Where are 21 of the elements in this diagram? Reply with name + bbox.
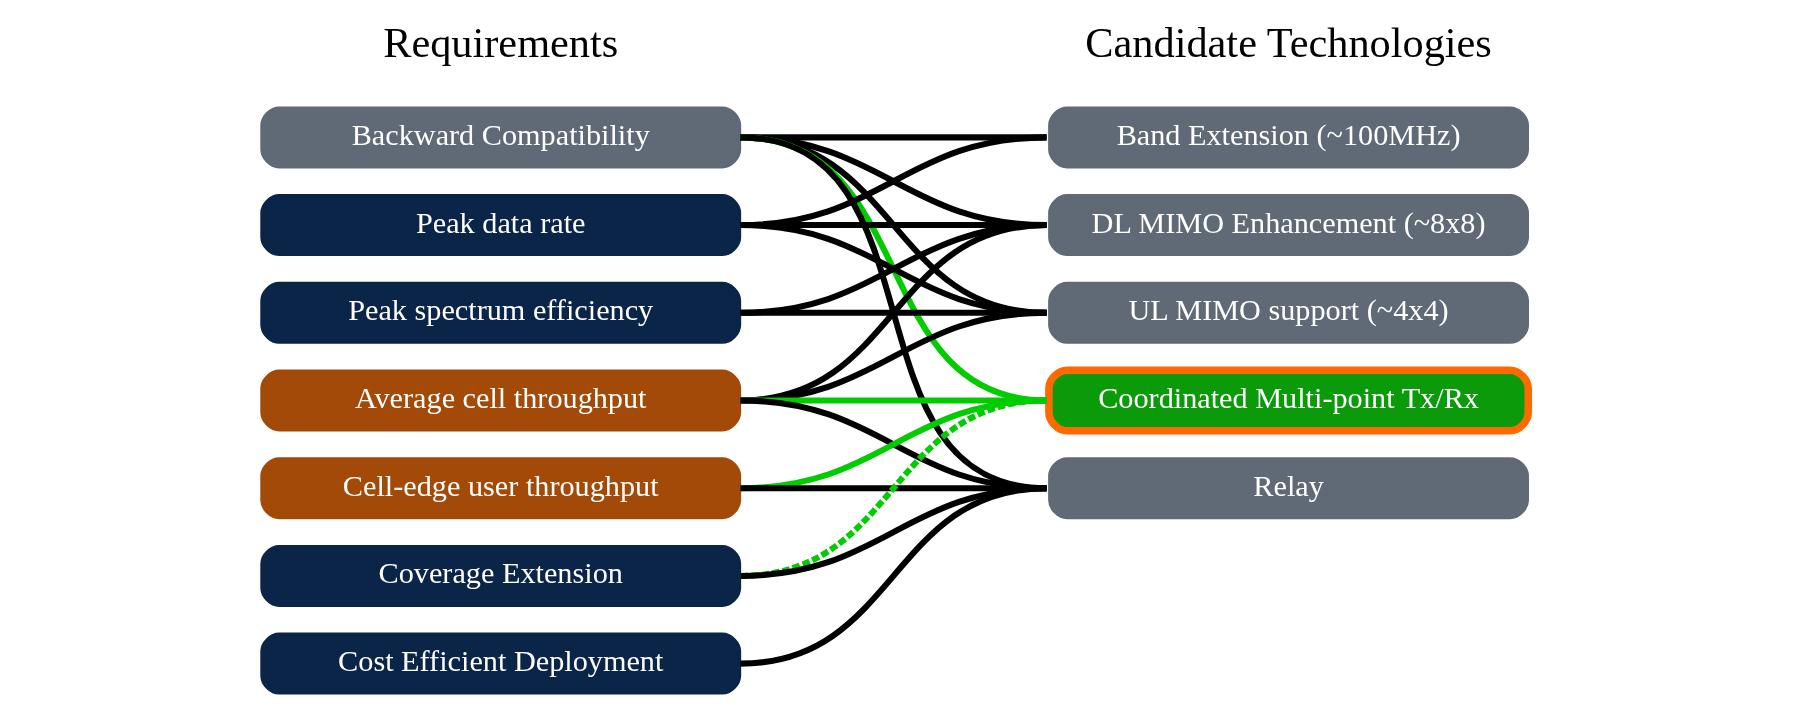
label: Requirements <box>382 19 618 67</box>
connector <box>739 222 1047 404</box>
label: Candidate Technologies <box>1084 19 1492 67</box>
connector <box>739 485 1047 667</box>
node-box: Relay <box>1047 457 1529 520</box>
node-box: UL MIMO support (~4x4) <box>1047 281 1529 344</box>
node-box: Band Extension (~100MHz) <box>1047 106 1529 169</box>
node-box: Peak spectrum efficiency <box>259 281 741 344</box>
connector <box>739 134 1047 404</box>
node-box: Cost Efficient Deployment <box>259 632 741 695</box>
connector <box>739 134 1047 316</box>
node-box: Backward Compatibility <box>259 106 741 169</box>
connector <box>739 134 1047 492</box>
node-box: Coordinated Multi-point Tx/Rx <box>1044 366 1532 435</box>
node-box: Peak data rate <box>259 194 741 257</box>
node-box: Average cell throughput <box>259 369 741 432</box>
node-box: Cell-edge user throughput <box>259 457 741 520</box>
connector <box>739 309 1047 404</box>
node-box: DL MIMO Enhancement (~8x8) <box>1047 194 1529 257</box>
node-box: Coverage Extension <box>259 544 741 607</box>
connector <box>739 397 1047 579</box>
